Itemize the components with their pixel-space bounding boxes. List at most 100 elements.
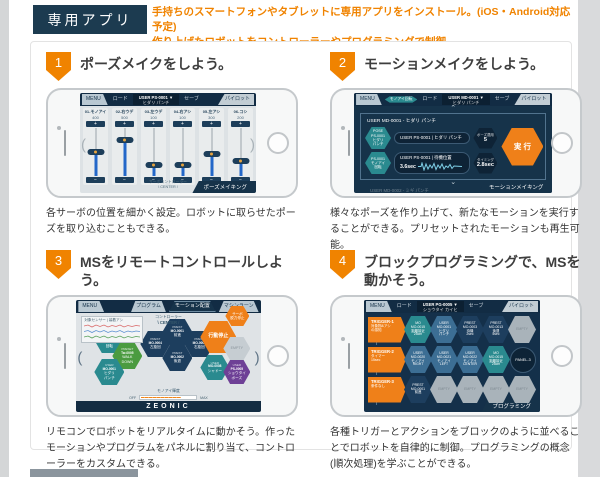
menu-button[interactable]: MENU	[366, 301, 392, 312]
empty-slot[interactable]: EMPTY	[430, 376, 458, 403]
section-title: ブロックプログラミングで、MSを動かそう。	[364, 254, 581, 288]
controller-hex-button[interactable]: EMPTY	[223, 337, 251, 360]
pose-slot-bar[interactable]: USER PS-0001 | ヒダリ パンチ	[394, 132, 471, 144]
program-block[interactable]: PANEL-3	[510, 346, 536, 373]
slider-track[interactable]	[86, 128, 105, 176]
slider-handle[interactable]	[145, 162, 162, 169]
slider-track[interactable]	[144, 128, 163, 176]
home-button[interactable]	[551, 345, 573, 367]
slider-handle[interactable]	[232, 157, 249, 164]
pose-select-sub: ヒダリ パンチ	[142, 100, 170, 106]
slider-plus-button[interactable]: +	[173, 121, 192, 127]
pilot-button[interactable]: パイロット	[501, 301, 538, 312]
save-button[interactable]: セーブ	[468, 303, 484, 309]
home-button[interactable]	[551, 132, 573, 154]
controller-hex-button[interactable]: サーボ脱力停止	[225, 306, 250, 326]
load-button[interactable]: ロード	[422, 96, 438, 102]
load-button[interactable]: ロード	[112, 96, 128, 102]
execute-button[interactable]: 実 行	[501, 127, 544, 166]
slider-plus-button[interactable]: +	[144, 121, 163, 127]
slider-plus-button[interactable]: +	[202, 121, 221, 127]
pose-hex-chip[interactable]: PS-0001 モノアイ 回転	[365, 152, 392, 174]
servo-label: 05-左アシ	[202, 109, 221, 114]
slider-plus-button[interactable]: +	[86, 121, 105, 127]
timing-slot-bar[interactable]: USER PS-0001 | 待機位置 3.6sec	[394, 152, 471, 174]
load-button[interactable]: ロード	[396, 303, 412, 309]
slider-handle[interactable]	[116, 136, 133, 143]
slider-track[interactable]	[115, 128, 134, 176]
slider-minus-button[interactable]: −	[115, 177, 134, 183]
program-select-dropdown[interactable]: USER PG-0005 ▼ ショウタイ カイヒ	[416, 301, 464, 312]
slider-handle[interactable]	[203, 150, 220, 157]
slider-minus-button[interactable]: −	[202, 177, 221, 183]
slider-minus-button[interactable]: −	[231, 177, 250, 183]
carousel-left-arrow[interactable]: (	[77, 349, 83, 367]
slider-minus-button[interactable]: −	[144, 177, 163, 183]
pilot-button[interactable]: パイロット	[514, 94, 551, 105]
phone-mockup-pose: MENU ロード USER PS-0001 ▼ ヒダリ パンチ セーブ パイロッ…	[46, 88, 298, 198]
pose-hex-chip[interactable]: POSE PS-0001 ヒダリ パンチ	[365, 127, 392, 149]
empty-slot[interactable]: EMPTY	[508, 376, 536, 403]
slider-plus-button[interactable]: +	[115, 121, 134, 127]
trigger-name: TRIGGER-3	[371, 378, 394, 384]
phone-left-bezel	[48, 297, 76, 415]
menu-button[interactable]: MENU	[356, 94, 382, 105]
slider-plus-button[interactable]: +	[231, 121, 250, 127]
menu-button[interactable]: MENU	[78, 301, 105, 312]
slider-handle[interactable]	[87, 149, 104, 155]
motion-select-dropdown[interactable]: USER MD-0001 ▼ ヒダリ パンチ	[442, 94, 490, 106]
block-label: 5sec	[492, 332, 500, 337]
home-button[interactable]	[267, 345, 289, 367]
slider-track[interactable]	[231, 128, 250, 176]
home-button[interactable]	[267, 132, 289, 154]
save-button[interactable]: セーブ	[184, 96, 199, 102]
empty-slot[interactable]: EMPTY	[456, 376, 484, 403]
carousel-right-arrow[interactable]: )	[250, 136, 255, 154]
slider-fill	[239, 160, 242, 176]
block-label: EMPTY	[516, 326, 528, 331]
chevron-down-icon[interactable]: ⌄	[450, 179, 457, 186]
pilot-button[interactable]: パイロット	[217, 94, 254, 105]
chevron-up-icon[interactable]: ⌃	[450, 105, 457, 112]
carousel-left-arrow[interactable]: (	[81, 136, 86, 154]
motion-select-sub: ヒダリ パンチ	[452, 100, 480, 106]
slider-minus-button[interactable]: −	[86, 177, 105, 183]
motion-chip[interactable]: モノアイ回転	[384, 96, 418, 103]
slider-minus-button[interactable]: −	[173, 177, 192, 183]
slider-handle[interactable]	[174, 162, 191, 169]
tab-program[interactable]: プログラム	[131, 301, 166, 312]
brightness-slider[interactable]	[139, 395, 198, 400]
block-label: MO-0013	[488, 324, 504, 329]
slider-track[interactable]	[202, 128, 221, 176]
menu-button[interactable]: MENU	[82, 94, 108, 105]
pose-select-dropdown[interactable]: USER PS-0001 ▼ ヒダリ パンチ	[132, 94, 180, 106]
save-button[interactable]: セーブ	[494, 96, 510, 102]
carousel-right-arrow[interactable]: )	[254, 349, 260, 367]
empty-slot[interactable]: EMPTY	[508, 316, 536, 343]
empty-slot[interactable]: EMPTY	[482, 376, 510, 403]
slider-track[interactable]	[173, 128, 192, 176]
